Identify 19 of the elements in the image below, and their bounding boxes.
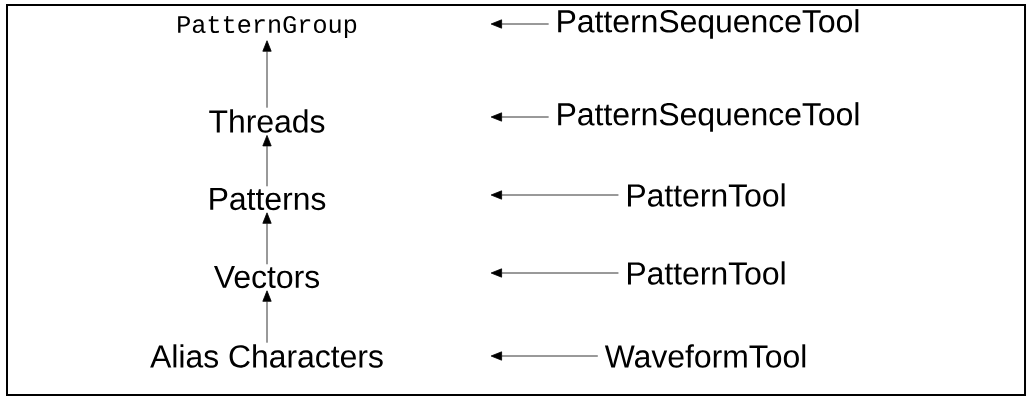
arrow (262, 40, 272, 109)
arrow (490, 112, 550, 122)
tool-name: WaveformTool (604, 344, 806, 368)
label-text: Patterns (210, 187, 326, 211)
arrow (262, 290, 272, 344)
arrow (262, 135, 272, 187)
tool-name: PatternTool (628, 183, 785, 207)
label-text: PatternGroup (178, 15, 357, 39)
tool-name: PatternSequenceTool (558, 9, 859, 39)
label-text: Threads (209, 109, 325, 133)
label-text: Alias Characters (150, 344, 383, 368)
arrow (262, 212, 272, 265)
arrow (490, 190, 619, 200)
arrow (490, 19, 550, 29)
label-text: Vectors (214, 265, 319, 289)
arrow (490, 268, 619, 278)
arrow (490, 351, 599, 361)
tool-name: PatternSequenceTool (558, 102, 859, 132)
tool-name: PatternTool (628, 261, 785, 285)
